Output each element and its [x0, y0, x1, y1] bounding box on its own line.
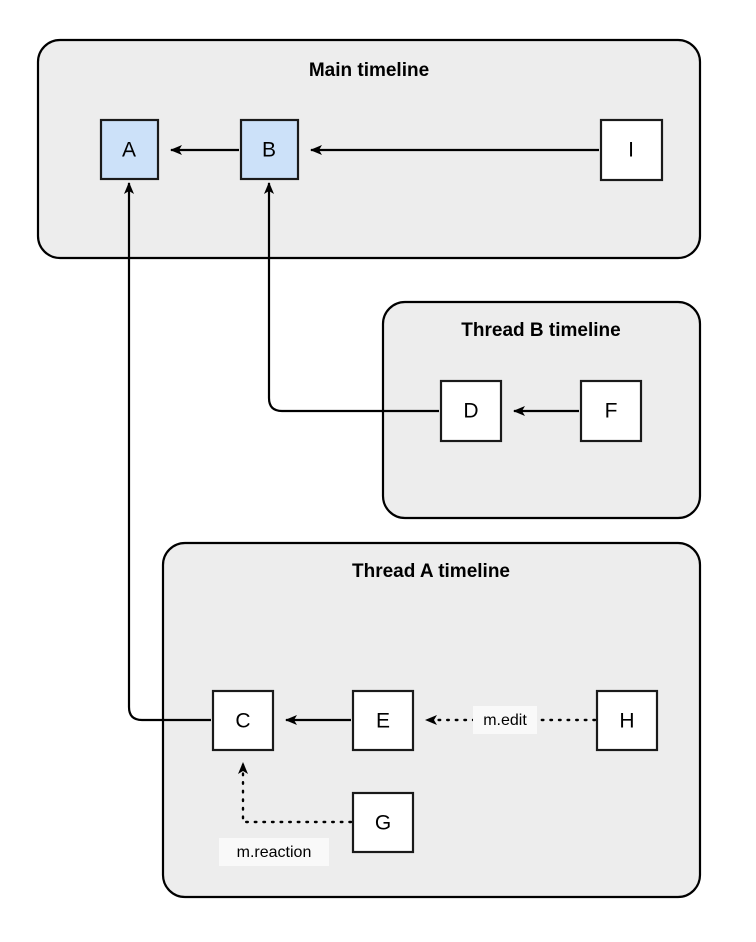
node-i-label: I: [628, 139, 634, 162]
group-thread-b-timeline-title: Thread B timeline: [461, 320, 620, 341]
node-e-label: E: [376, 710, 390, 733]
node-b-label: B: [262, 139, 276, 162]
edge-d-to-b: [264, 182, 439, 413]
edge-g-to-c: [238, 761, 353, 824]
node-f-box: [579, 379, 643, 443]
node-i[interactable]: I: [599, 118, 664, 182]
node-d[interactable]: D: [439, 379, 503, 443]
node-h[interactable]: H: [595, 689, 659, 752]
node-e[interactable]: E: [351, 689, 415, 752]
node-c-label: C: [235, 710, 250, 733]
edge-label-m-edit-bg: [473, 706, 537, 734]
node-h-label: H: [619, 710, 634, 733]
edge-label-m-edit-text: m.edit: [483, 712, 527, 729]
node-g-box: [351, 791, 415, 854]
node-g[interactable]: G: [351, 791, 415, 854]
node-b-box: [239, 118, 300, 181]
node-e-box: [351, 689, 415, 752]
group-thread-a-timeline-title: Thread A timeline: [352, 561, 510, 582]
group-main-timeline-title: Main timeline: [309, 60, 429, 81]
node-g-label: G: [375, 812, 391, 835]
node-d-label: D: [463, 400, 478, 423]
node-a[interactable]: A: [99, 118, 160, 181]
node-i-box: [599, 118, 664, 182]
node-a-label: A: [122, 139, 136, 162]
node-b[interactable]: B: [239, 118, 300, 181]
node-h-box: [595, 689, 659, 752]
node-a-box: [99, 118, 160, 181]
edge-label-m-reaction-text: m.reaction: [237, 844, 312, 861]
edge-c-to-a: [124, 182, 211, 722]
node-c[interactable]: C: [211, 689, 275, 752]
node-f-label: F: [605, 400, 618, 423]
edge-label-m-edit: m.edit: [473, 706, 537, 734]
edge-label-m-reaction-bg: [219, 838, 329, 866]
node-f[interactable]: F: [579, 379, 643, 443]
node-c-box: [211, 689, 275, 752]
edge-label-m-reaction: m.reaction: [219, 838, 329, 866]
node-d-box: [439, 379, 503, 443]
